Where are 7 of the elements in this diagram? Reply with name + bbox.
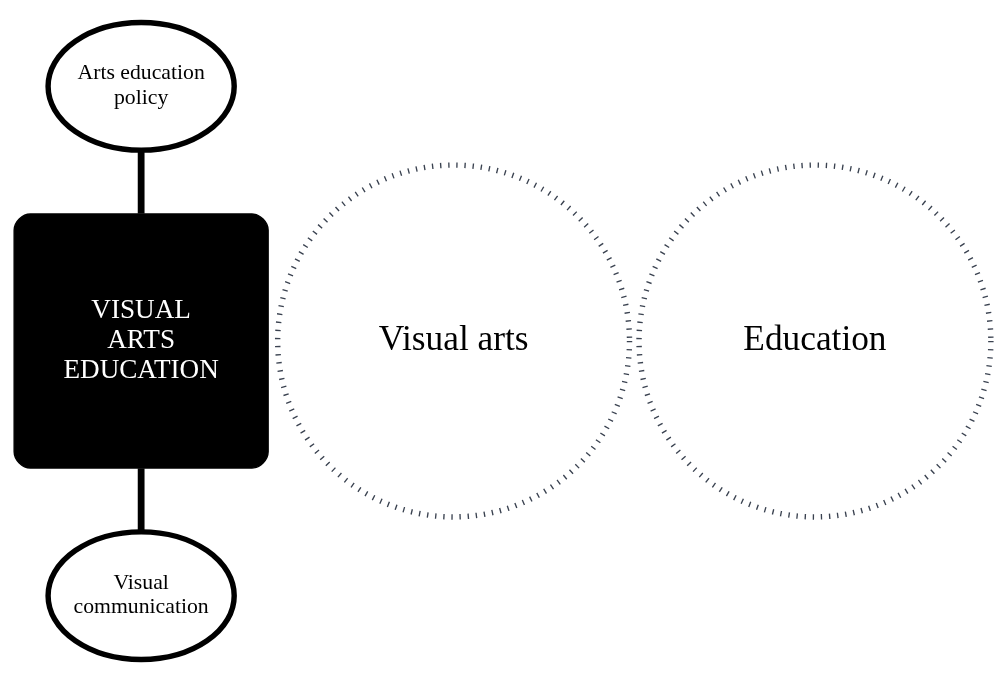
connector xyxy=(137,467,145,531)
node-ellipse: Visual communication xyxy=(45,528,237,662)
node-circle: Education xyxy=(636,161,994,520)
connector xyxy=(137,150,145,214)
node-box: VISUAL ARTS EDUCATION xyxy=(13,212,269,469)
node-ellipse: Arts education policy xyxy=(45,19,237,153)
node-circle: Visual arts xyxy=(274,161,633,520)
